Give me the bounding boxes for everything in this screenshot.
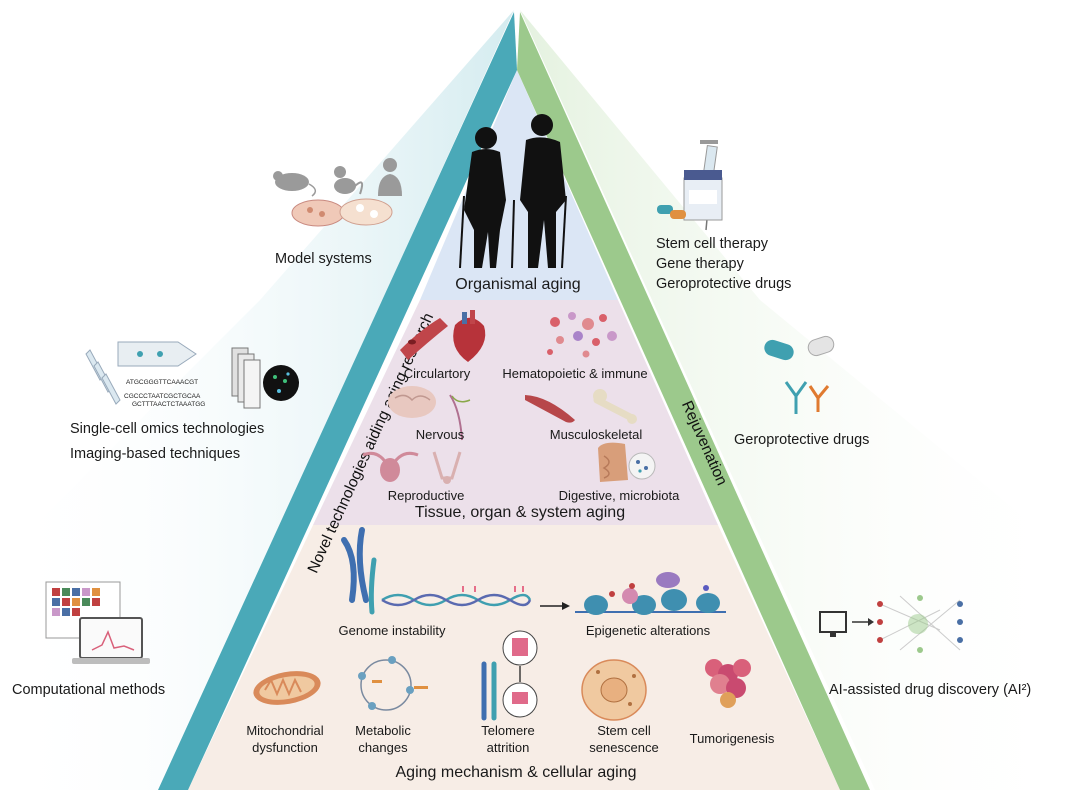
dna-sequence-1: ATGCGGGTTCAAACGT [126, 379, 198, 386]
telomere-icon [481, 630, 538, 721]
image-stack-icon [231, 347, 261, 409]
nerve-icon [449, 394, 471, 441]
system-nervous: Nervous [415, 427, 465, 442]
mitochondrial-line2: dysfunction [252, 740, 318, 755]
system-reproductive: Reproductive [387, 488, 465, 503]
petri-dish-icon [291, 198, 393, 227]
test-tube-icon [85, 349, 121, 405]
ai-drug-discovery-label: AI-assisted drug discovery (AI²) [829, 682, 1032, 698]
computational-methods-label: Computational methods [12, 682, 166, 698]
system-digestive: Digestive, microbiota [558, 488, 680, 503]
system-musculoskeletal: Musculoskeletal [549, 427, 643, 442]
male-reproductive-icon [432, 451, 462, 484]
top-tier [420, 70, 618, 300]
uterus-icon [362, 451, 419, 482]
microbiota-icon [628, 452, 656, 480]
chromosome-icon [341, 527, 377, 615]
epigenetic-alterations-label: Epigenetic alterations [585, 623, 711, 638]
muscle-icon [525, 395, 575, 423]
mitochondrial-dysfunction-label: Mitochondrial dysfunction [246, 722, 323, 756]
gene-therapy-label: Gene therapy [656, 256, 744, 272]
system-hematopoietic: Hematopoietic & immune [502, 366, 648, 381]
stem-cell-line2: senescence [589, 740, 659, 755]
capsule-icon [764, 335, 835, 361]
metabolic-cycle-icon [358, 656, 428, 711]
stem-cell-line1: Stem cell [597, 723, 651, 738]
neural-network-icon [877, 595, 963, 653]
tumor-icon [705, 659, 751, 708]
dna-sequence-2: CGCCCTAATCGCTGCAA [124, 393, 201, 400]
microscopy-icon [263, 365, 299, 401]
dna-helix-icon [381, 586, 532, 607]
heart-icon [453, 310, 486, 362]
mitochondrion-icon [253, 671, 321, 705]
mouse-icon [273, 171, 317, 197]
bone-icon [593, 389, 637, 424]
human-torso-icon [378, 158, 402, 196]
stem-cell-icon [581, 659, 647, 721]
metabolic-changes-label: Metabolic changes [355, 722, 411, 756]
right-glow [520, 10, 1076, 790]
microfluidic-icon [117, 341, 197, 367]
brain-icon [388, 386, 436, 418]
tumorigenesis-label: Tumorigenesis [690, 730, 775, 747]
left-band [158, 12, 517, 790]
metabolic-line2: changes [358, 740, 408, 755]
elderly-couple-icon [459, 114, 567, 269]
telomere-attrition-label: Telomere attrition [481, 722, 534, 756]
mitochondrial-line1: Mitochondrial [246, 723, 324, 738]
stem-cell-therapy-label: Stem cell therapy [656, 236, 769, 252]
system-circulatory: Circulartory [403, 366, 471, 381]
antibody-icon [784, 381, 830, 414]
intestine-icon [598, 442, 628, 482]
middle-tier-title: Tissue, organ & system aging [414, 504, 626, 521]
metabolic-line1: Metabolic [355, 723, 411, 738]
dna-sequence-3: GCTTTAACTCTAAATGG [132, 401, 205, 408]
imaging-techniques-label: Imaging-based techniques [70, 446, 241, 462]
therapies-list: Stem cell therapy Gene therapy Geroprote… [656, 234, 791, 294]
tumorigenesis-line1: Tumorigenesis [689, 731, 775, 746]
right-band [517, 12, 870, 790]
arrow-icon [540, 602, 570, 610]
stem-cell-senescence-label: Stem cell senescence [589, 722, 658, 756]
pill-bottle-icon [657, 170, 723, 221]
geroprotective-drugs-top-label: Geroprotective drugs [656, 276, 792, 292]
genome-instability-label: Genome instability [338, 623, 446, 638]
nucleosome-icon [575, 572, 726, 615]
model-systems-label: Model systems [275, 251, 372, 267]
monitor-icon [819, 611, 874, 637]
top-tier-title: Organismal aging [455, 276, 581, 293]
geroprotective-drugs-label: Geroprotective drugs [734, 432, 870, 448]
bottom-tier-title: Aging mechanism & cellular aging [395, 764, 637, 781]
blood-vessel-icon [400, 318, 448, 360]
laptop-icon [72, 617, 150, 664]
telomere-line1: Telomere [481, 723, 535, 738]
blood-cells-icon [547, 312, 617, 358]
single-cell-omics-label: Single-cell omics technologies [70, 421, 265, 437]
telomere-line2: attrition [486, 740, 530, 755]
monkey-icon [334, 166, 364, 195]
